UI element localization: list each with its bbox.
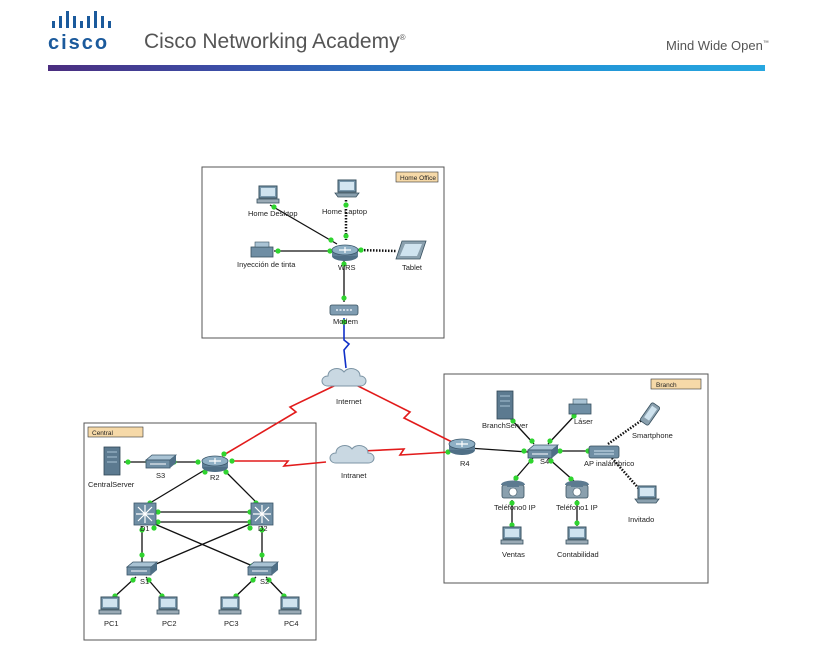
- laser-label: Láser: [574, 417, 593, 426]
- s4-label: S4: [540, 457, 549, 466]
- link-internet-r2: [221, 384, 337, 457]
- registered-mark: ®: [399, 33, 406, 42]
- home-office-label: Home Office: [400, 175, 436, 182]
- printer-label: Inyección de tinta: [237, 260, 296, 269]
- ventas-pc-icon[interactable]: [500, 526, 524, 545]
- smartphone-label: Smartphone: [632, 431, 673, 440]
- ip-phone-1-icon[interactable]: [564, 480, 590, 499]
- s2-switch-icon[interactable]: [247, 561, 279, 576]
- link-r4-s4: [467, 447, 529, 453]
- access-point-icon[interactable]: [588, 445, 620, 459]
- link-r2-intranet: [230, 460, 327, 467]
- invitado-laptop-icon[interactable]: [634, 485, 660, 504]
- pc1-label: PC1: [104, 619, 119, 628]
- link-tablet-wrs: [357, 248, 397, 253]
- home-office-tag: [395, 171, 439, 183]
- s3-switch-icon[interactable]: [145, 454, 177, 469]
- r4-router-icon[interactable]: [448, 438, 476, 456]
- modem-label: Modem: [333, 317, 358, 326]
- telefono1-label: Teléfono1 IP: [556, 503, 598, 512]
- link-desktop-wrs: [269, 204, 338, 245]
- r4-label: R4: [460, 459, 470, 468]
- home-desktop-label: Home Desktop: [248, 209, 298, 218]
- wrs-router-icon[interactable]: [331, 244, 359, 262]
- ventas-label: Ventas: [502, 550, 525, 559]
- telefono0-label: Teléfono0 IP: [494, 503, 536, 512]
- central-server-label: CentralServer: [88, 480, 135, 489]
- link-r2-d2: [221, 467, 261, 507]
- tagline: Mind Wide Open™: [666, 38, 769, 53]
- central-label: Central: [92, 430, 114, 437]
- link-laser-s4: [547, 412, 578, 445]
- s1-switch-icon[interactable]: [126, 561, 158, 576]
- link-modem-internet: [343, 318, 351, 369]
- intranet-label: Intranet: [341, 471, 367, 480]
- tagline-text: Mind Wide Open: [666, 38, 763, 53]
- link-r2-d1: [144, 467, 209, 507]
- branch-label: Branch: [656, 382, 677, 389]
- pc3-icon[interactable]: [218, 596, 242, 615]
- invitado-label: Invitado: [628, 515, 654, 524]
- central-area: Central: [83, 422, 317, 641]
- branch-server-icon[interactable]: [496, 390, 514, 420]
- d2-label: D2: [258, 524, 268, 533]
- link-intranet-r4: [361, 448, 451, 456]
- central-tag: [87, 426, 144, 438]
- d2-multilayer-switch-icon[interactable]: [250, 502, 274, 526]
- pc2-label: PC2: [162, 619, 177, 628]
- link-d1-s2: [149, 521, 263, 571]
- central-server-icon[interactable]: [103, 446, 121, 476]
- branch-tag: [650, 378, 702, 390]
- tablet-label: Tablet: [402, 263, 423, 272]
- link-internet-r4: [355, 384, 457, 445]
- intranet-cloud-icon[interactable]: [329, 445, 375, 464]
- pc1-icon[interactable]: [98, 596, 122, 615]
- cisco-wordmark: cisco: [48, 32, 110, 54]
- home-desktop-icon[interactable]: [256, 185, 280, 204]
- s3-label: S3: [156, 471, 165, 480]
- d1-label: D1: [140, 524, 150, 533]
- ip-phone-0-icon[interactable]: [500, 480, 526, 499]
- link-ap-invitado: [611, 457, 641, 491]
- academy-title-text: Cisco Networking Academy: [144, 30, 400, 53]
- internet-cloud-icon[interactable]: [321, 368, 367, 387]
- cisco-bridge-icon: [52, 11, 111, 28]
- contabilidad-label: Contabilidad: [557, 550, 599, 559]
- academy-title: Cisco Networking Academy®: [144, 30, 406, 54]
- pc4-label: PC4: [284, 619, 299, 628]
- header: cisco Cisco Networking Academy® Mind Wid…: [0, 0, 819, 80]
- r2-label: R2: [210, 473, 220, 482]
- s1-label: S1: [140, 577, 149, 586]
- pc4-icon[interactable]: [278, 596, 302, 615]
- d1-multilayer-switch-icon[interactable]: [133, 502, 157, 526]
- pc2-icon[interactable]: [156, 596, 180, 615]
- link-d2-s1: [141, 521, 256, 571]
- home-laptop-icon[interactable]: [334, 179, 360, 198]
- home-laptop-label: Home Laptop: [322, 207, 367, 216]
- branch-server-label: BranchServer: [482, 421, 528, 430]
- trademark-mark: ™: [762, 40, 769, 47]
- s2-label: S2: [260, 577, 269, 586]
- link-ap-smartphone: [607, 418, 643, 446]
- contabilidad-pc-icon[interactable]: [565, 526, 589, 545]
- pc3-label: PC3: [224, 619, 239, 628]
- wrs-label: WRS: [338, 263, 356, 272]
- access-point-label: AP inalámbrico: [584, 459, 634, 468]
- cisco-logo: cisco: [48, 10, 128, 55]
- internet-label: Internet: [336, 397, 362, 406]
- modem-icon[interactable]: [329, 304, 359, 316]
- r2-router-icon[interactable]: [201, 455, 229, 473]
- header-rule: [48, 65, 765, 71]
